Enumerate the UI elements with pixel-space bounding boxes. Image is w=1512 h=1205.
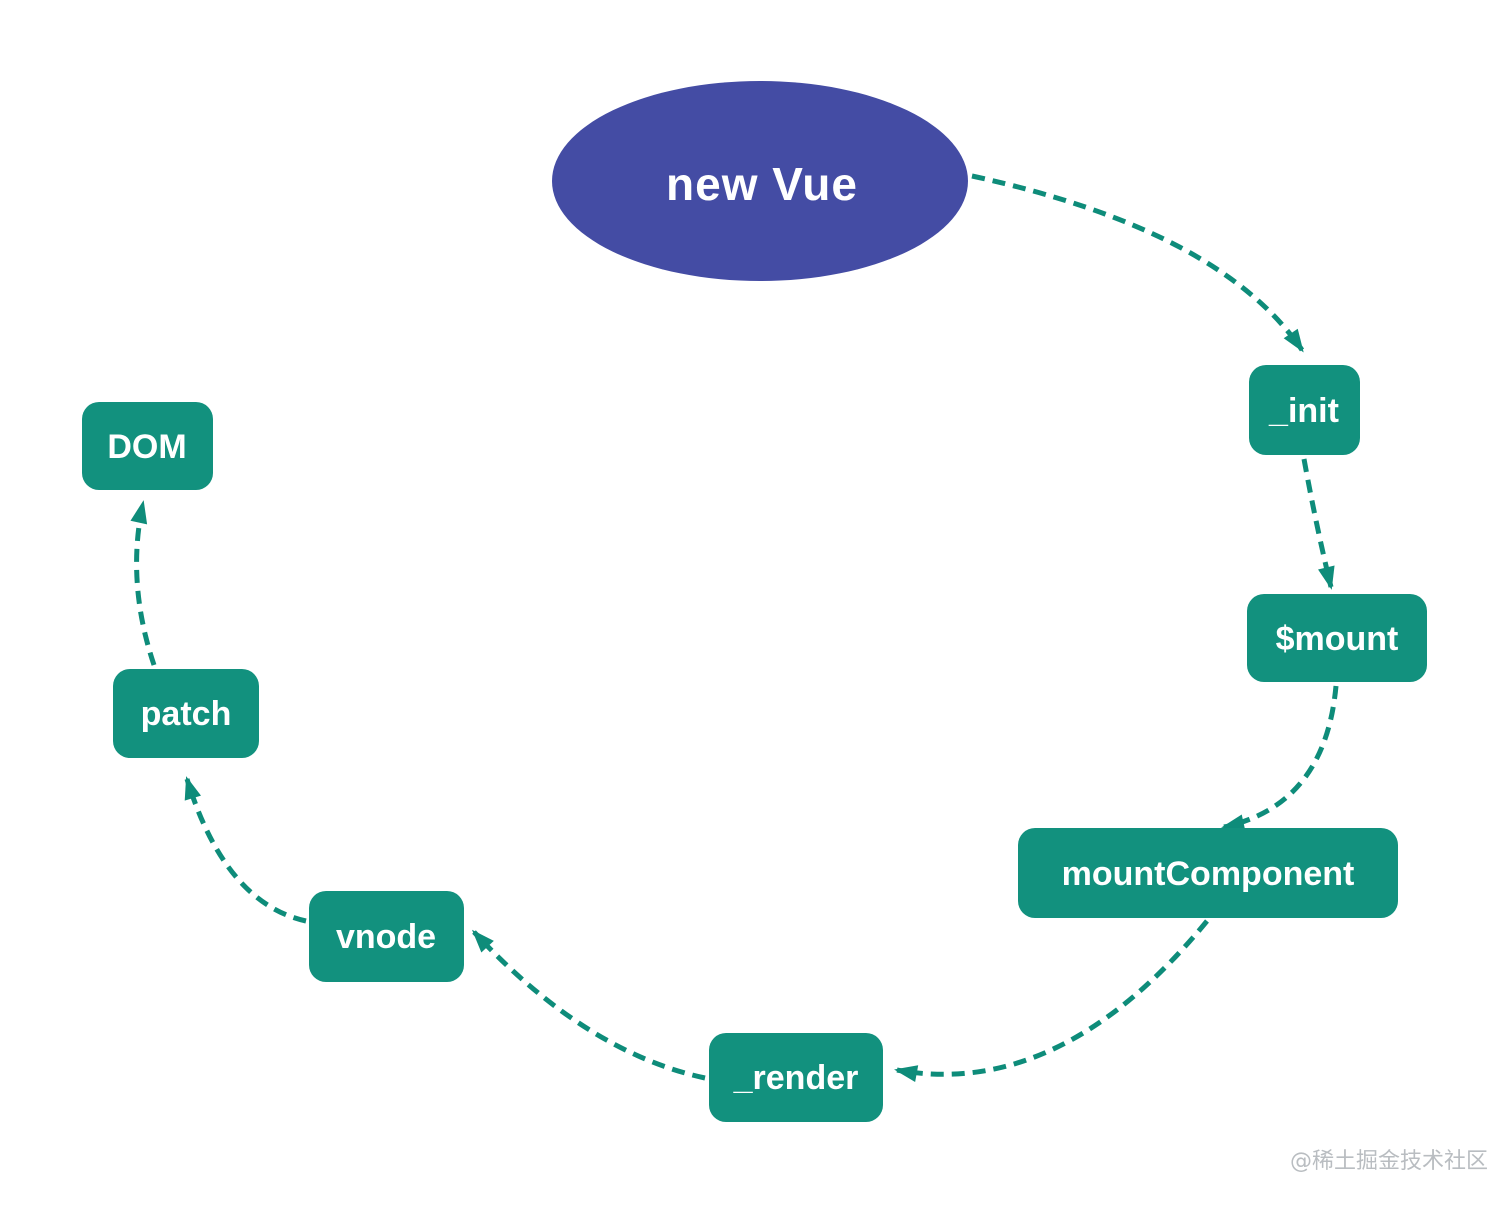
node-dom-label: DOM xyxy=(107,428,186,466)
node-mountcomponent-label: mountComponent xyxy=(1062,855,1355,893)
node-init-label: _init xyxy=(1268,392,1339,430)
node-mount xyxy=(1247,594,1427,682)
edge-init-to-mount xyxy=(1301,458,1335,590)
node-dom xyxy=(82,402,213,490)
edge-mountcomponent-to-render xyxy=(894,919,1209,1082)
edge-patch-to-dom xyxy=(130,500,157,666)
node-mountcomponent xyxy=(1018,828,1398,918)
start-node-label: new Vue xyxy=(666,158,858,210)
node-init xyxy=(1249,365,1360,455)
edge-render-to-vnode xyxy=(471,929,706,1081)
node-vnode-label: vnode xyxy=(336,918,436,956)
edge-mount-to-mountcomponent xyxy=(1221,685,1339,832)
node-vnode xyxy=(309,891,464,982)
edge-group xyxy=(130,173,1339,1082)
node-mount-label: $mount xyxy=(1276,620,1399,658)
node-render xyxy=(709,1033,883,1122)
start-node-ellipse xyxy=(552,81,968,281)
node-patch xyxy=(113,669,259,758)
node-patch-label: patch xyxy=(141,695,232,733)
edge-newvue-to-init xyxy=(971,173,1305,353)
watermark: @稀土掘金技术社区 xyxy=(1290,1149,1488,1174)
node-render-label: _render xyxy=(733,1059,859,1097)
edge-vnode-to-patch xyxy=(184,776,307,924)
